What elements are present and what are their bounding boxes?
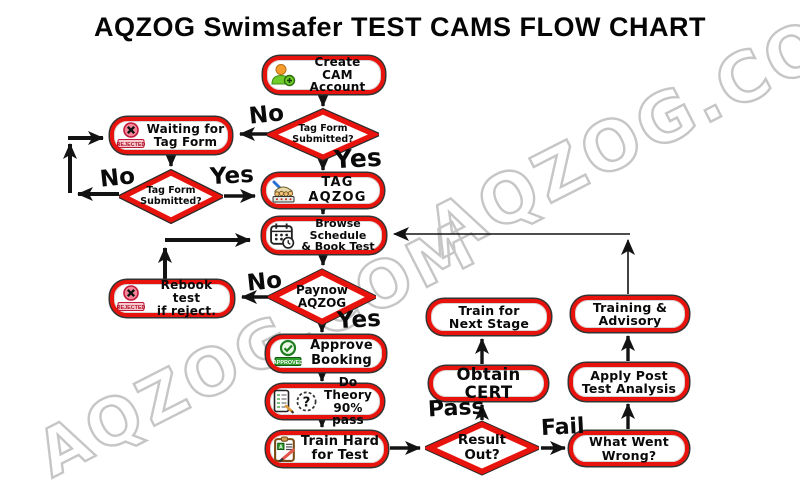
decision-label: Paynow AQZOG	[268, 268, 376, 326]
node-label-line: Training &	[592, 299, 668, 315]
team-tag-icon	[269, 178, 297, 204]
node-label-line: Next Stage	[448, 316, 530, 331]
flow-decision-paynow-aqzog: Paynow AQZOG	[268, 268, 376, 326]
node-label-line: What Went	[589, 434, 669, 449]
decision-label: Tag Form Submitted?	[119, 169, 223, 224]
rejected-stamp-text: REJECTED	[117, 305, 145, 311]
node-label: Approve Booking	[304, 339, 379, 367]
node-label: Do Theory 90% pass	[319, 374, 377, 428]
add-user-icon	[270, 63, 296, 87]
node-label: Rebook test if reject.	[146, 279, 227, 318]
checklist-pencil-icon	[273, 389, 294, 414]
node-label-line: Do Theory	[323, 374, 373, 402]
decision-label-line: Tag Form	[298, 123, 348, 135]
flow-node-training-advisory: Training & Advisory	[571, 296, 689, 332]
node-label-line: Wrong?	[601, 447, 657, 463]
flow-node-rebook-test: REJECTED Rebook test if reject.	[110, 279, 234, 318]
flow-decision-result-out: Result Out?	[425, 420, 539, 476]
node-label-line: Apply Post	[590, 367, 668, 383]
decision-label-line: Submitted?	[140, 195, 202, 207]
node-label-line: Obtain CERT	[456, 364, 521, 402]
decision-label-line: Submitted?	[292, 133, 354, 145]
page-title: AQZOG Swimsafer TEST CAMS FLOW CHART	[93, 12, 707, 42]
flow-node-obtain-cert: Obtain CERT	[429, 364, 548, 402]
flow-node-browse-schedule-book-test: Browse Schedule & Book Test	[262, 217, 386, 254]
node-label: Train Hard for Test	[299, 433, 381, 463]
flow-node-what-went-wrong: What Went Wrong?	[569, 431, 689, 466]
flow-decision-tag-form-submitted-2: Tag Form Submitted?	[119, 169, 223, 224]
svg-text:A: A	[279, 444, 283, 450]
node-label-line: Tag Form	[153, 134, 218, 149]
edge-label-no: No	[247, 100, 286, 130]
flow-node-train-hard: A Train Hard for Test	[266, 431, 388, 467]
flow-node-train-next-stage: Train for Next Stage	[427, 299, 551, 335]
node-label: Obtain CERT	[436, 364, 541, 402]
flow-node-waiting-for-tag-form: REJECTED Waiting for Tag Form	[110, 117, 232, 154]
edge-label-yes: Yes	[209, 161, 255, 191]
rejected-icon: REJECTED	[117, 122, 145, 149]
node-label-line: for Test	[311, 448, 369, 463]
decision-label-line: AQZOG	[297, 296, 347, 310]
rejected-icon: REJECTED	[117, 285, 145, 312]
edge-label-fail: Fail	[540, 413, 586, 442]
node-label-line: Train Hard	[300, 433, 380, 449]
edge-label-no: No	[98, 163, 137, 193]
edge-label-no: No	[245, 267, 284, 297]
decision-label: Result Out?	[425, 420, 539, 476]
node-label-line: Browse Schedule	[309, 216, 367, 242]
rejected-stamp-text: REJECTED	[117, 142, 145, 148]
node-label-line: Test Analysis	[581, 381, 677, 396]
decision-label: Tag Form Submitted?	[267, 108, 379, 161]
approved-icon: APPROVED	[273, 340, 303, 367]
node-label: Apply Post Test Analysis	[576, 367, 682, 396]
calendar-clock-icon	[269, 222, 296, 249]
node-label-line: & Book Test	[301, 240, 375, 254]
approved-stamp-text: APPROVED	[273, 360, 303, 366]
node-label-line: if reject.	[156, 303, 217, 318]
decision-label-line: Tag Form	[146, 185, 196, 197]
decision-label-line: Out?	[464, 447, 500, 463]
node-label-line: Waiting for	[146, 121, 225, 136]
edge-label-yes: Yes	[333, 142, 383, 175]
flow-decision-tag-form-submitted-1: Tag Form Submitted?	[267, 108, 379, 161]
node-label: Browse Schedule & Book Test	[297, 216, 379, 254]
node-label-line: TAG	[321, 175, 354, 191]
decision-label-line: Result	[457, 432, 507, 449]
flow-node-apply-post-test-analysis: Apply Post Test Analysis	[569, 363, 689, 401]
clipboard-pencil-icon: A	[273, 436, 298, 463]
quiz-question-icon: ?	[295, 390, 318, 413]
node-label: Train for Next Stage	[434, 302, 544, 331]
decision-label-line: Paynow	[296, 282, 348, 297]
edge-label-pass: Pass	[427, 394, 486, 423]
node-label: Create CAM Account	[297, 54, 378, 95]
node-label-line: Train for	[458, 302, 520, 318]
node-label: What Went Wrong?	[576, 435, 682, 462]
node-label: Waiting for Tag Form	[146, 121, 225, 149]
node-label-line: Booking	[311, 352, 372, 368]
flow-node-do-theory: ? Do Theory 90% pass	[266, 375, 384, 427]
node-label-line: CAM Account	[309, 67, 366, 95]
node-label-line: Approve	[310, 338, 373, 354]
node-label: Training & Advisory	[578, 299, 682, 328]
flow-node-approve-booking: APPROVED Approve Booking	[266, 335, 386, 372]
node-label-line: Rebook test	[160, 278, 213, 306]
svg-text:?: ?	[303, 395, 311, 410]
flow-node-create-cam-account: Create CAM Account	[263, 54, 385, 95]
node-label-line: Create	[314, 54, 361, 69]
node-label-line: 90% pass	[332, 400, 364, 428]
node-label: TAG AQZOG	[298, 176, 377, 204]
node-label-line: Advisory	[598, 313, 662, 328]
node-label-line: AQZOG	[308, 189, 367, 205]
edge-label-yes: Yes	[336, 305, 382, 335]
flow-node-tag-aqzog: TAG AQZOG	[262, 173, 384, 208]
